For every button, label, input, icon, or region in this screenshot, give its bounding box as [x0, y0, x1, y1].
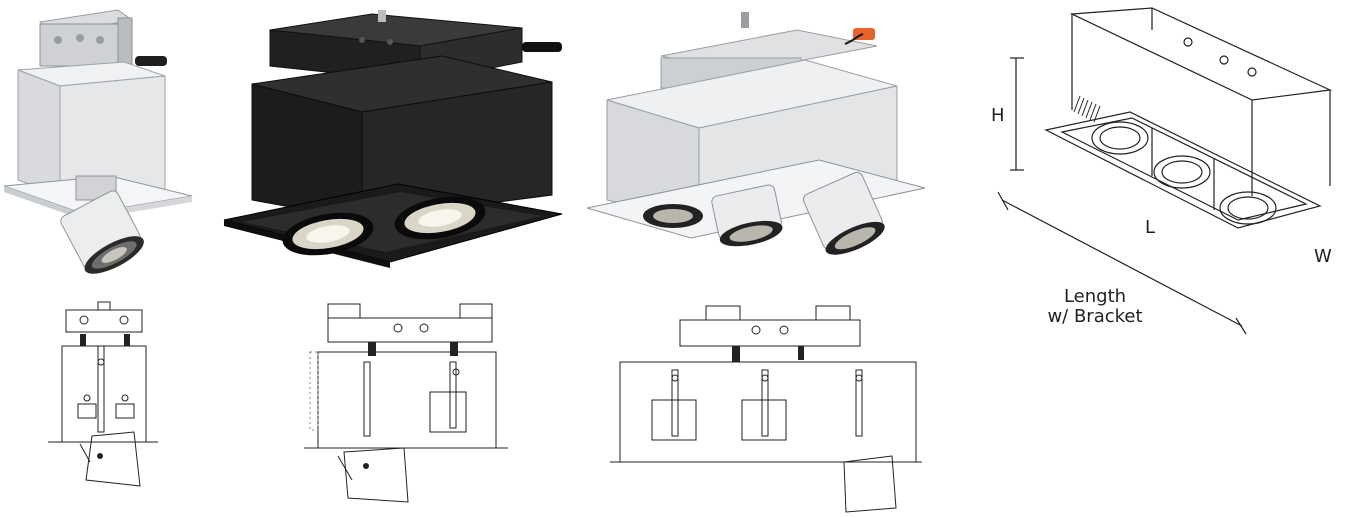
- length-with-bracket-label: Length w/ Bracket: [1030, 287, 1160, 327]
- length-with-bracket-line2: w/ Bracket: [1047, 305, 1143, 327]
- length-dimension-label: L: [1145, 217, 1156, 238]
- isometric-dimension-drawing: [980, 0, 1347, 340]
- single-head-fixture-photo: [0, 0, 200, 280]
- height-dimension-label: H: [991, 105, 1005, 126]
- length-with-bracket-line1: Length: [1063, 286, 1127, 307]
- three-head-white-fixture-photo: [585, 0, 930, 280]
- single-head-line-drawing: [40, 296, 165, 492]
- two-head-black-fixture-photo: [222, 0, 567, 280]
- three-head-line-drawing: [606, 296, 926, 516]
- width-dimension-label: W: [1314, 246, 1332, 267]
- two-head-line-drawing: [300, 296, 510, 506]
